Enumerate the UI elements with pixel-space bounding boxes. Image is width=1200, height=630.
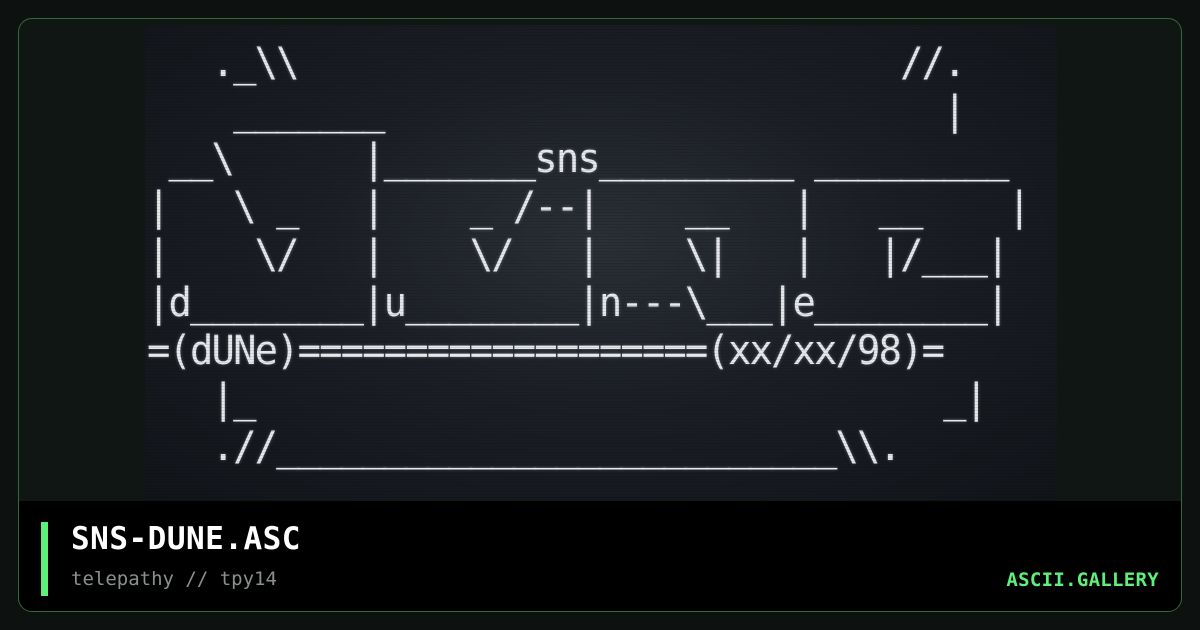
ascii-art-text: ._\\ //. _______ | __\ |_______sns______…	[147, 40, 1031, 470]
ascii-art-panel: ._\\ //. _______ | __\ |_______sns______…	[145, 25, 1057, 501]
accent-bar	[41, 522, 48, 596]
footer-bar: SNS-DUNE.ASC telepathy // tpy14 ASCII.GA…	[19, 501, 1181, 611]
site-brand[interactable]: ASCII.GALLERY	[1006, 569, 1159, 591]
artwork-title: SNS-DUNE.ASC	[71, 521, 301, 557]
artwork-credit: telepathy // tpy14	[71, 568, 277, 590]
card-frame: ._\\ //. _______ | __\ |_______sns______…	[18, 18, 1182, 612]
